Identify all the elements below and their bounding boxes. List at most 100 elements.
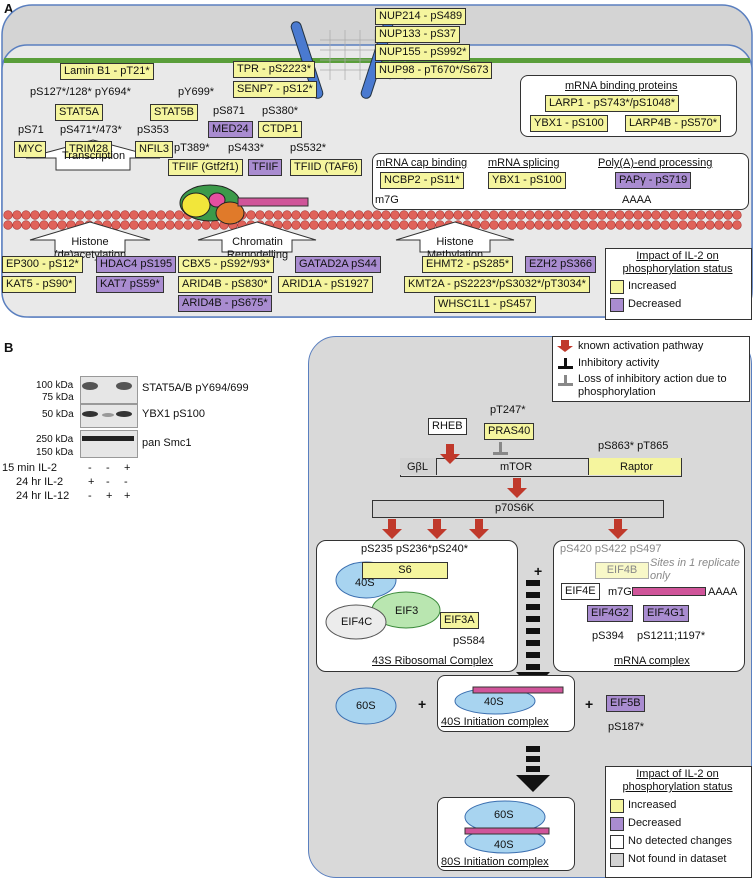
mrna-aaaa: AAAA (622, 194, 652, 206)
rheb-box: RHEB (428, 418, 467, 435)
stat5a-sites: pS127*/128* pY694* (30, 86, 131, 98)
stat5a-box: STAT5A (55, 104, 103, 121)
nucleosome-bead (111, 210, 121, 220)
nucleosome-bead (300, 210, 310, 220)
nucleosome-bead (336, 210, 346, 220)
nucleosome-bead (651, 210, 661, 220)
kmt2a-box: KMT2A - pS2223*/pS3032*/pT3034* (404, 276, 590, 293)
nucleosome-bead (489, 220, 499, 230)
nucleosome-bead (525, 220, 535, 230)
legend-a-decreased: Decreased (628, 298, 682, 310)
init80-shapes (464, 800, 550, 854)
stat5b-box: STAT5B (150, 104, 198, 121)
init80-label: 80S Initiation complex (441, 856, 549, 868)
nucleosome-bead (660, 210, 670, 220)
band-smc1: pan Smc1 (142, 437, 192, 449)
nucleosome-bead (3, 220, 13, 230)
med24-site: pS871 (213, 105, 245, 117)
cell-r0c1: - (106, 462, 110, 474)
cell-r2c1: + (106, 490, 113, 502)
nucleosome-bead (372, 210, 382, 220)
nucleosome-bead (156, 210, 166, 220)
lamin-b1-box: Lamin B1 - pT21* (60, 63, 154, 80)
nucleosome-bead (480, 210, 490, 220)
nfil3-site: pS353 (137, 124, 169, 136)
raptor-sites: pS863* pT865 (598, 440, 669, 452)
nucleosome-bead (3, 210, 13, 220)
nucleosome-bead (246, 210, 256, 220)
legend-a-increased: Increased (628, 280, 677, 292)
nucleosome-bead (696, 220, 706, 230)
p70s6k-label: p70S6K (495, 502, 535, 514)
nup98-box: NUP98 - pT670*/S673 (375, 62, 493, 79)
nucleosome-bead (489, 210, 499, 220)
nucleosome-bead (714, 220, 724, 230)
nucleosome-bead (57, 220, 67, 230)
nucleosome-bead (624, 220, 634, 230)
plus-c-2: + (418, 696, 427, 712)
legend-c-notfound: Not found in dataset (628, 853, 727, 865)
nucleosome-bead (291, 210, 301, 220)
nucleosome-bead (507, 220, 517, 230)
nucleosome-bead (156, 220, 166, 230)
ctdp1-box: CTDP1 (258, 121, 303, 138)
nucleosome-bead (516, 220, 526, 230)
tfiif-site2: pS433* (228, 142, 265, 154)
nucleosome-bead (372, 220, 382, 230)
band-stat5: STAT5A/B pY694/699 (142, 382, 249, 394)
key-loss: Loss of inhibitory action due to phospho… (578, 373, 727, 398)
nucleosome-bead (327, 220, 337, 230)
nucleosome-bead (498, 210, 508, 220)
nucleosome-bead (390, 210, 400, 220)
plus-c-3: + (585, 696, 594, 712)
nucleosome-bead (48, 220, 58, 230)
nucleosome-bead (534, 220, 544, 230)
blot-smc1 (80, 430, 138, 458)
nucleosome-bead (597, 210, 607, 220)
kda-100: 100 kDa (36, 380, 74, 391)
init40-shapes (454, 686, 564, 715)
key-icons (557, 340, 573, 386)
c-mrna-ribbon (632, 587, 706, 596)
kda-50: 50 kDa (42, 409, 74, 420)
kda-250: 250 kDa (36, 434, 74, 445)
nucleosome-bead (615, 210, 625, 220)
nucleosome-bead (570, 220, 580, 230)
nucleosome-bead (390, 220, 400, 230)
nucleosome-bead (174, 210, 184, 220)
init80-s40: 40S (494, 839, 514, 851)
legend-c-decreased-swatch (610, 817, 624, 831)
nucleosome-bead (210, 220, 220, 230)
row-24hr-il12: 24 hr IL-12 (16, 490, 70, 502)
myc-box: MYC (14, 141, 47, 158)
nucleosome-bead (147, 210, 157, 220)
plus-c-1: + (534, 563, 543, 579)
pras40-site: pT247* (490, 404, 526, 416)
nucleosome-bead (183, 220, 193, 230)
nucleosome-bead (705, 220, 715, 230)
nucleosome-bead (21, 220, 31, 230)
legend-c-nochange-swatch (610, 835, 624, 849)
nucleosome-bead (660, 220, 670, 230)
nucleosome-bead (336, 220, 346, 230)
arid4b-box-2: ARID4B - pS675* (178, 295, 272, 312)
arid1a-box: ARID1A - pS1927 (278, 276, 373, 293)
stat5b-sites: pY699* (178, 86, 215, 98)
nucleosome-bead (507, 210, 517, 220)
taf6-site: pS532* (290, 142, 327, 154)
nucleosome-bead (354, 210, 364, 220)
nucleosome-bead (291, 220, 301, 230)
kda-150: 150 kDa (36, 447, 74, 458)
init40-label: 40S Initiation complex (441, 716, 549, 728)
cell-r1c2: - (124, 476, 128, 488)
nucleosome-bead (417, 220, 427, 230)
tfiif-box: TFIIF (248, 159, 283, 176)
nucleosome-bead (561, 210, 571, 220)
tpr-box: TPR - pS2223* (233, 61, 315, 78)
legend-a-title: Impact of IL-2 on phosphorylation status (622, 250, 733, 275)
ezh2-box: EZH2 pS366 (525, 256, 596, 273)
med24-box: MED24 (208, 121, 253, 138)
ncbp2-box: NCBP2 - pS11* (380, 172, 464, 189)
nucleosome-bead (471, 210, 481, 220)
nucleosome-bead (570, 210, 580, 220)
